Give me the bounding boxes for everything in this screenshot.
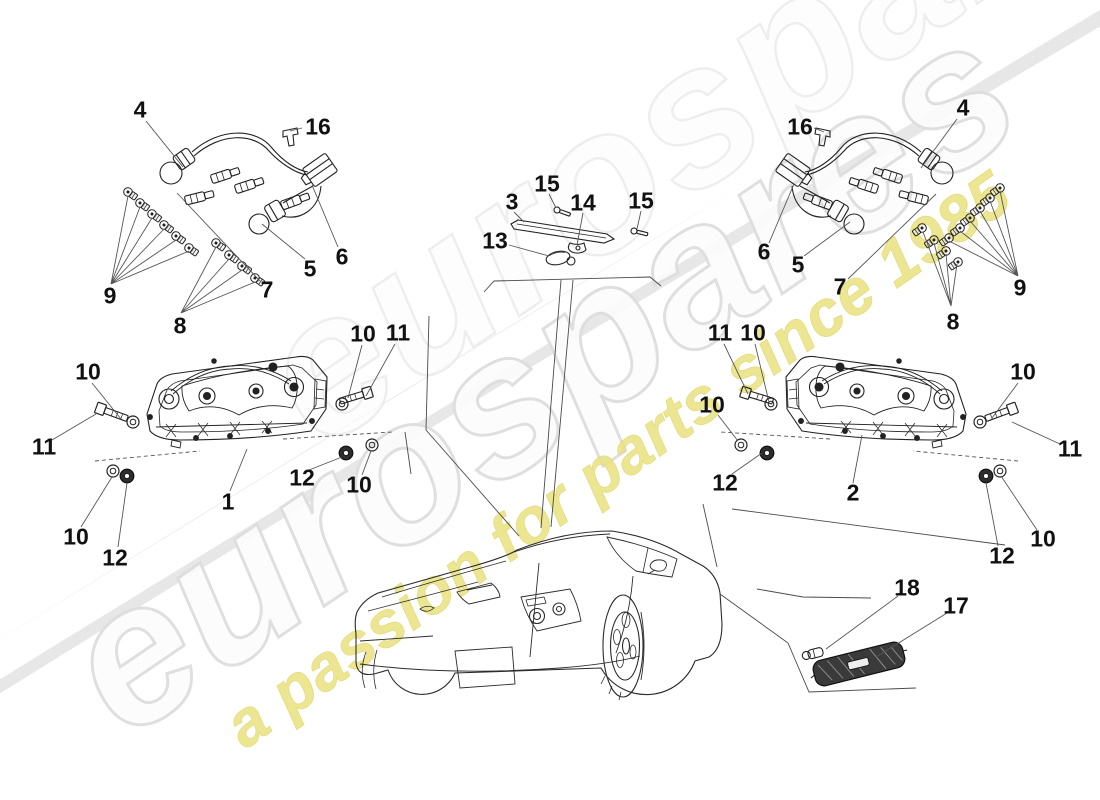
part-callout-8[interactable]: 8 xyxy=(946,308,960,335)
license-plate-light-drawing xyxy=(801,641,908,687)
part-callout-12[interactable]: 12 xyxy=(289,464,315,491)
part-callout-7[interactable]: 7 xyxy=(833,273,847,300)
part-callout-5[interactable]: 5 xyxy=(791,251,805,278)
bulb-set-left-drawing xyxy=(121,185,267,288)
part-callout-10[interactable]: 10 xyxy=(1030,525,1056,552)
part-callout-7[interactable]: 7 xyxy=(260,276,274,303)
leader-lines xyxy=(51,118,1061,658)
part-callout-9[interactable]: 9 xyxy=(103,282,117,309)
watermark-swoosh xyxy=(0,0,1100,694)
part-callout-2[interactable]: 2 xyxy=(846,479,860,506)
part-callout-3[interactable]: 3 xyxy=(505,188,519,215)
part-callout-9[interactable]: 9 xyxy=(1013,274,1027,301)
part-callout-10[interactable]: 10 xyxy=(740,319,766,346)
part-callout-13[interactable]: 13 xyxy=(482,227,508,254)
part-callout-14[interactable]: 14 xyxy=(570,189,596,216)
part-callout-11[interactable]: 11 xyxy=(385,319,411,346)
part-callout-17[interactable]: 17 xyxy=(943,592,969,619)
third-brake-light-drawing xyxy=(510,206,649,266)
part-callout-10[interactable]: 10 xyxy=(699,391,725,418)
part-callout-11[interactable]: 11 xyxy=(1057,435,1083,462)
part-callout-11[interactable]: 11 xyxy=(31,433,57,460)
car-outline-drawing xyxy=(354,530,723,701)
part-callout-10[interactable]: 10 xyxy=(350,320,376,347)
part-callout-4[interactable]: 4 xyxy=(133,96,147,123)
part-callout-15[interactable]: 15 xyxy=(534,170,560,197)
part-callout-6[interactable]: 6 xyxy=(757,238,771,265)
part-callout-16[interactable]: 16 xyxy=(305,113,331,140)
part-callout-15[interactable]: 15 xyxy=(628,187,654,214)
part-callout-1[interactable]: 1 xyxy=(221,488,235,515)
part-callout-4[interactable]: 4 xyxy=(956,94,970,121)
part-callout-8[interactable]: 8 xyxy=(173,312,187,339)
part-callout-12[interactable]: 12 xyxy=(102,544,128,571)
part-callout-18[interactable]: 18 xyxy=(894,574,920,601)
part-callout-16[interactable]: 16 xyxy=(787,113,813,140)
part-callout-10[interactable]: 10 xyxy=(346,471,372,498)
part-callout-6[interactable]: 6 xyxy=(335,243,349,270)
callout-box-lines xyxy=(404,276,1006,693)
part-callout-5[interactable]: 5 xyxy=(303,255,317,282)
part-callout-11[interactable]: 11 xyxy=(707,319,733,346)
part-callout-12[interactable]: 12 xyxy=(712,469,738,496)
part-callout-10[interactable]: 10 xyxy=(1010,358,1036,385)
part-callout-12[interactable]: 12 xyxy=(989,542,1015,569)
part-callout-10[interactable]: 10 xyxy=(75,358,101,385)
part-callout-10[interactable]: 10 xyxy=(63,523,89,550)
